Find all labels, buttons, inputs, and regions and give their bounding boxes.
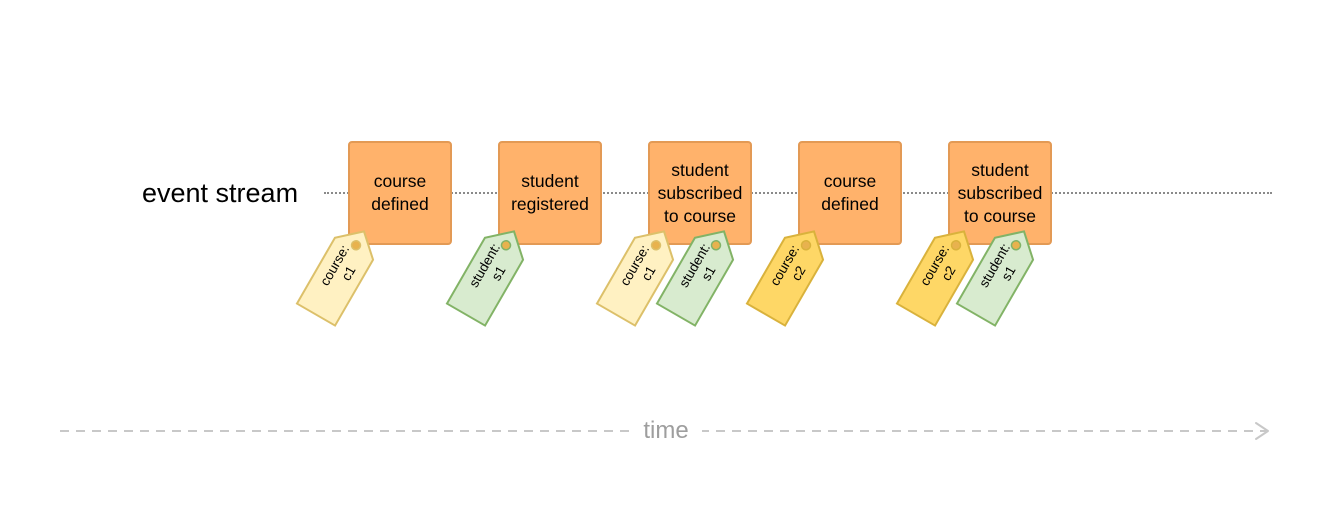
event-label: course defined xyxy=(821,171,879,214)
event-label: student subscribed to course xyxy=(957,159,1043,226)
tag: course: c2 xyxy=(894,218,986,329)
event-box: student registered xyxy=(498,141,602,245)
tag: student: s1 xyxy=(444,218,536,329)
tag-icon xyxy=(595,230,675,327)
tag-icon xyxy=(895,230,975,327)
tag-icon xyxy=(295,230,375,327)
tag: student: s1 xyxy=(954,218,1046,329)
tag: course: c2 xyxy=(744,218,836,329)
stream-label: event stream xyxy=(142,178,299,208)
event-box: student subscribed to course xyxy=(648,141,752,245)
event-box: course defined xyxy=(348,141,452,245)
time-label: time xyxy=(630,415,702,447)
tag: student: s1 xyxy=(654,218,746,329)
event-box: course defined xyxy=(798,141,902,245)
tag: course: c1 xyxy=(294,218,386,329)
event-label: student registered xyxy=(511,171,589,214)
event-box: student subscribed to course xyxy=(948,141,1052,245)
tag: course: c1 xyxy=(594,218,686,329)
tag-icon xyxy=(955,230,1035,327)
tag-icon xyxy=(745,230,825,327)
tag-icon xyxy=(445,230,525,327)
time-arrow xyxy=(60,422,1269,440)
event-label: course defined xyxy=(371,171,429,214)
event-label: student subscribed to course xyxy=(657,159,743,226)
tag-icon xyxy=(655,230,735,327)
